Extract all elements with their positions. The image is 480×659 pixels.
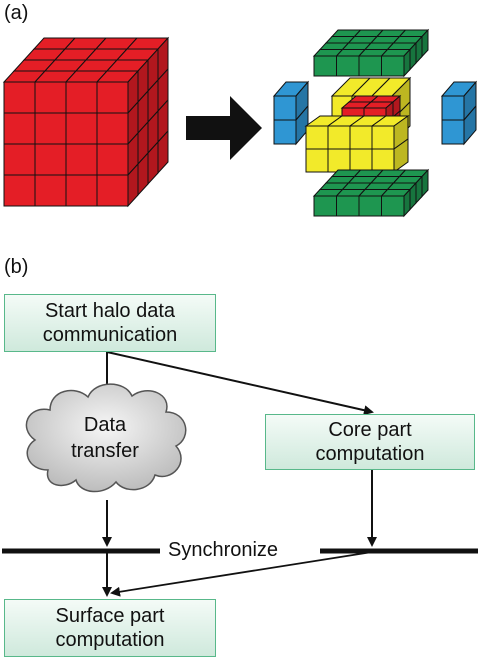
red-cube-front-cell xyxy=(65,112,98,145)
panel-a-label: (a) xyxy=(4,2,29,24)
blue-right-slab-front-cell xyxy=(441,119,465,145)
data-transfer-cloud xyxy=(25,383,187,493)
yellow-front-slab-front-cell xyxy=(327,148,351,173)
green-top-slab-side-cell xyxy=(421,28,429,58)
green-bottom-slab-front-cell xyxy=(358,195,382,217)
yellow-front-slab-front-cell xyxy=(349,125,373,150)
blue-right-slab-front-cell xyxy=(441,95,465,121)
red-cube-front-cell xyxy=(34,81,67,114)
surface-box-line2: computation xyxy=(55,629,165,651)
red-cube-front-cell xyxy=(96,81,129,114)
green-top-slab-front-cell xyxy=(381,55,405,77)
red-cube-front-cell xyxy=(65,143,98,176)
green-bottom-slab-front-cell xyxy=(336,195,360,217)
green-top-slab-front-cell xyxy=(313,55,337,77)
red-cube-front-cell xyxy=(34,112,67,145)
yellow-front-slab-front-cell xyxy=(371,148,395,173)
yellow-front-slab-front-cell xyxy=(305,125,329,150)
blue-left-slab-front-cell xyxy=(273,95,297,121)
synchronize-label: Synchronize xyxy=(168,539,279,562)
yellow-front-slab-front-cell xyxy=(327,125,351,150)
red-cube-front-cell xyxy=(3,174,36,207)
red-cube-front-cell xyxy=(3,81,36,114)
green-bottom-slab-side-cell xyxy=(421,168,429,198)
arrow-start-to-core xyxy=(106,351,374,416)
panel-b-label: (b) xyxy=(4,256,29,278)
arrow-sync-to-surface-right xyxy=(110,551,373,597)
red-cube-side-cell xyxy=(157,129,169,175)
blue-right-slab-side-cell xyxy=(463,104,477,146)
decomposition-arrow-icon xyxy=(186,96,262,160)
green-top-slab-front-cell xyxy=(336,55,360,77)
exploded-subdomain xyxy=(272,28,478,218)
red-cube-front-cell xyxy=(34,143,67,176)
yellow-front-slab-front-cell xyxy=(349,148,373,173)
core-box-line1: Core part xyxy=(328,419,412,441)
red-domain-cube xyxy=(2,36,170,208)
start-box-line2: communication xyxy=(42,324,178,346)
start-box-line1: Start halo data xyxy=(44,300,176,322)
cloud-label: Data transfer xyxy=(50,412,160,464)
blue-left-slab-front-cell xyxy=(273,119,297,145)
red-cube-front-cell xyxy=(34,174,67,207)
green-bottom-slab-front-cell xyxy=(381,195,405,217)
yellow-front-slab-front-cell xyxy=(305,148,329,173)
red-cube-front-cell xyxy=(3,143,36,176)
cloud-line2: transfer xyxy=(71,440,139,462)
red-cube-front-cell xyxy=(96,174,129,207)
red-cube-front-cell xyxy=(96,112,129,145)
green-top-slab-front-cell xyxy=(358,55,382,77)
red-cube-front-cell xyxy=(65,174,98,207)
green-bottom-slab-front-cell xyxy=(313,195,337,217)
red-cube-front-cell xyxy=(65,81,98,114)
core-box-line2: computation xyxy=(315,443,425,465)
yellow-front-slab-side-cell xyxy=(393,138,409,173)
yellow-front-slab-front-cell xyxy=(371,125,395,150)
cloud-line1: Data xyxy=(83,414,127,436)
surface-box-line1: Surface part xyxy=(55,605,165,627)
red-cube-front-cell xyxy=(96,143,129,176)
red-cube-front-cell xyxy=(3,112,36,145)
